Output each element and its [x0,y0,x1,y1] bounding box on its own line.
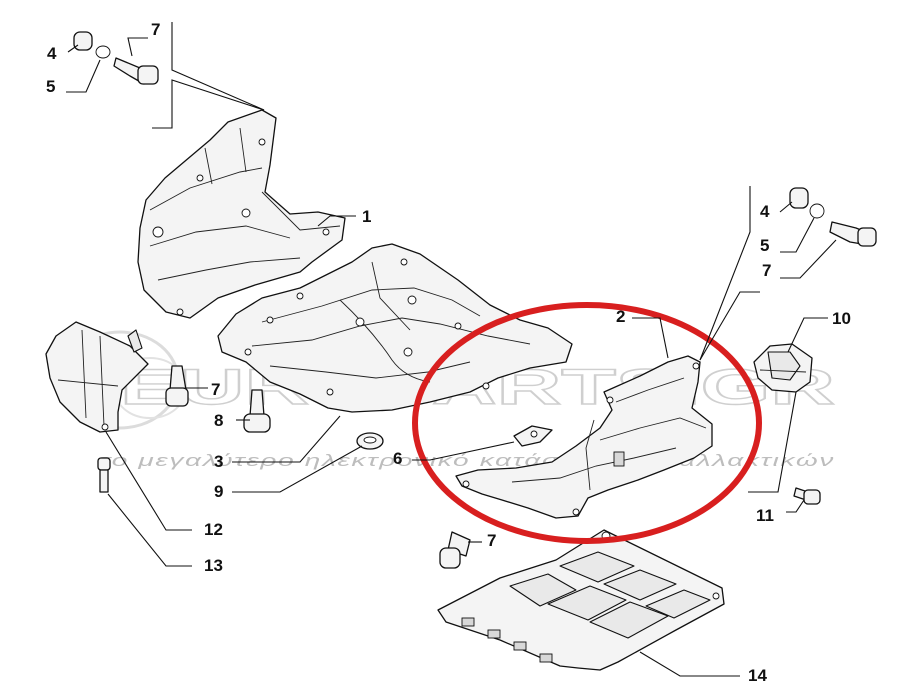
callout-3: 3 [214,452,223,471]
callout-10: 10 [832,309,851,328]
part-14-skid-plate [437,529,725,671]
callout-4-top-left: 4 [47,44,57,63]
hardware-top-left [73,31,159,85]
callout-13: 13 [204,556,223,575]
callout-7-bottom: 7 [487,531,496,550]
part-1-side-shield [137,109,346,319]
callout-7-mid-left: 7 [211,380,220,399]
screw-8 [243,389,271,433]
part-2-side-undertray [455,355,713,519]
callout-2: 2 [616,307,625,326]
screw-11 [793,487,821,505]
callout-11: 11 [756,506,774,525]
callout-9: 9 [214,482,223,501]
callout-14: 14 [748,666,767,685]
callout-5-top-left: 5 [46,77,55,96]
callout-7-top-right: 7 [762,261,771,280]
highlight-ring [412,302,762,544]
callout-4-top-right: 4 [760,202,770,221]
watermark-tagline: το μεγαλύτερο ηλεκτρονικό κατάστημα αντα… [100,451,835,470]
callout-7-top-left: 7 [151,20,160,39]
grommet-9 [356,432,384,450]
screw-7-mid-left [165,365,189,407]
callout-6: 6 [393,449,402,468]
clip-6 [513,425,553,447]
callout-numbers: 4 5 7 1 2 4 5 7 10 7 8 3 6 9 11 12 7 13 … [46,20,851,685]
screw-7-bottom [439,531,471,569]
leader-lines [66,22,837,677]
callout-5-top-right: 5 [760,236,769,255]
bolt-13 [97,457,111,493]
callout-12: 12 [204,520,223,539]
part-3-main-undertray [217,243,573,413]
callout-1: 1 [362,207,371,226]
hardware-top-right [789,187,877,247]
part-12-wheelarch-shield [45,321,149,433]
part-10-bracket [753,343,813,393]
callout-8: 8 [214,411,223,430]
